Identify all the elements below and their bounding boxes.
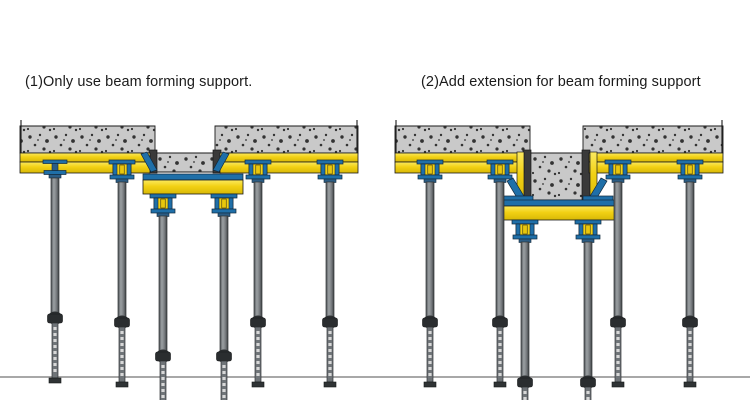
prop-assembly <box>604 159 632 388</box>
prop-assembly <box>42 159 68 384</box>
prop-assembly <box>244 159 272 388</box>
prop-assembly <box>108 159 136 388</box>
prop-assembly <box>486 159 514 388</box>
prop-assembly <box>210 193 238 400</box>
panel-2-drawing <box>375 120 750 400</box>
prop-assembly <box>316 159 344 388</box>
diagonal-brace-group <box>140 151 230 173</box>
prop-assembly <box>149 193 177 400</box>
prop-assembly <box>416 159 444 388</box>
panel-1-caption: (1)Only use beam forming support. <box>25 74 253 90</box>
panel-1-drawing <box>0 120 375 400</box>
lower-yellow-beam <box>502 199 616 221</box>
prop-assembly <box>511 219 539 400</box>
panel-2-caption: (2)Add extension for beam forming suppor… <box>421 74 701 90</box>
lower-yellow-beam <box>142 173 244 195</box>
prop-assembly <box>574 219 602 400</box>
beam-support-extension <box>502 151 614 203</box>
prop-assembly <box>676 159 704 388</box>
panel-1: (1)Only use beam forming support. <box>0 74 375 400</box>
panel-2: (2)Add extension for beam forming suppor… <box>375 0 750 400</box>
timber-stringer-layer <box>394 152 724 174</box>
